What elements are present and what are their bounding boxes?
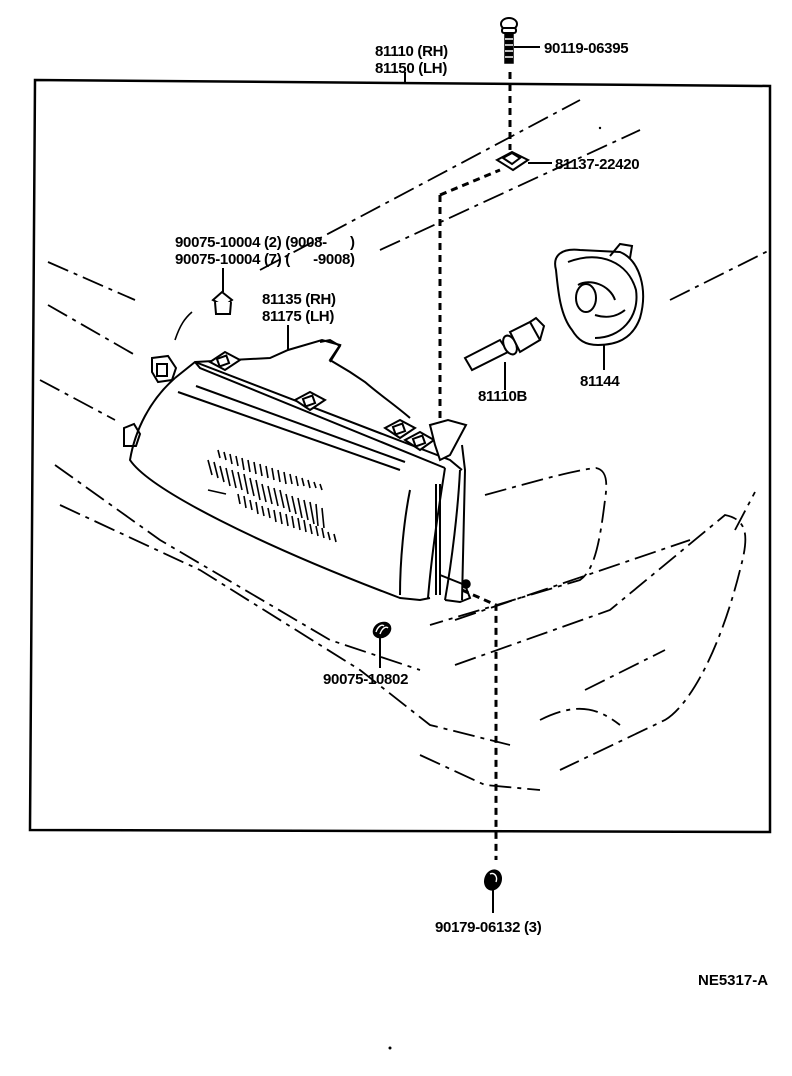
nut-clip-label[interactable]: 81137-22420 xyxy=(555,156,640,173)
nut-clip-part xyxy=(495,150,552,172)
diagram-reference-code: NE5317-A xyxy=(698,972,768,989)
screw-part xyxy=(500,17,540,64)
speck xyxy=(388,1046,392,1050)
nut-part xyxy=(483,869,503,913)
screw-label[interactable]: 90119-06395 xyxy=(544,40,629,57)
socket-cover-part xyxy=(554,242,644,370)
mounting-axis-lines xyxy=(438,72,512,860)
housing-label-lh[interactable]: 81175 (LH) xyxy=(262,308,335,325)
clip-part xyxy=(211,268,234,315)
grommet-part xyxy=(372,621,392,668)
housing-label-rh[interactable]: 81135 (RH) xyxy=(262,291,336,308)
clip-label-line1[interactable]: 90075-10004 (2) (9008- ) xyxy=(175,234,355,251)
bulb-label[interactable]: 81110B xyxy=(478,388,528,405)
headlamp-assembly-label-lh[interactable]: 81150 (LH) xyxy=(375,60,448,77)
speck xyxy=(598,126,602,130)
clip-label-line2[interactable]: 90075-10004 (7) ( -9008) xyxy=(175,251,355,268)
assembly-frame xyxy=(28,72,772,834)
headlamp-unit xyxy=(123,338,472,604)
body-outline xyxy=(39,99,771,791)
grommet-label[interactable]: 90075-10802 xyxy=(323,671,408,688)
nut-label[interactable]: 90179-06132 (3) xyxy=(435,919,542,936)
bulb-part xyxy=(463,316,546,390)
socket-cover-label[interactable]: 81144 xyxy=(580,373,621,390)
headlamp-assembly-label-rh[interactable]: 81110 (RH) xyxy=(375,43,448,60)
